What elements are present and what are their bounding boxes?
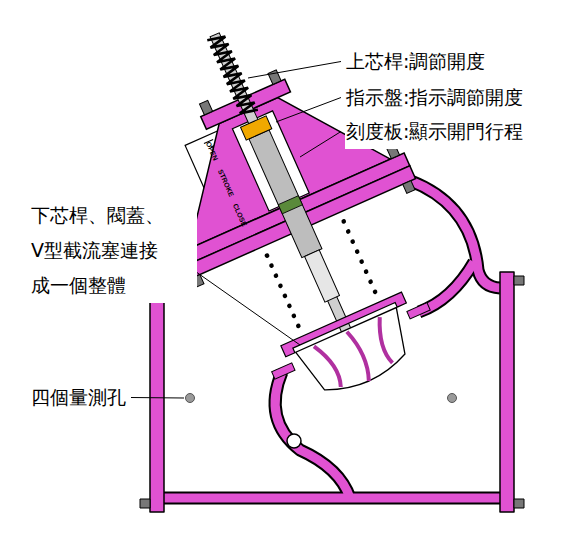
spring-coil: [350, 239, 356, 245]
leader-line: [248, 62, 341, 79]
spring-coil: [295, 323, 301, 329]
seat-ring: [407, 303, 430, 319]
leader-line: [300, 132, 341, 158]
leader-line: [182, 262, 300, 345]
indicator-disc: [241, 116, 272, 140]
part-label: 下芯桿、閥蓋、 V型截流塞連接 成一個整體: [30, 198, 197, 303]
inlet-flange: [150, 272, 164, 512]
upper-stem: [210, 33, 353, 339]
v-port-plug: [296, 308, 419, 404]
wall: [275, 372, 350, 498]
part-label: 刻度板:顯示開門行程: [345, 114, 524, 149]
seal: [278, 196, 302, 214]
stem-thread: [207, 33, 258, 117]
spring-coil: [277, 283, 283, 289]
spring-coil: [363, 269, 369, 275]
wall-hole: [287, 434, 301, 448]
flange-bolt: [514, 499, 524, 508]
spring-coil: [286, 303, 292, 309]
measuring-port: [448, 394, 457, 403]
spring-coil: [368, 279, 374, 285]
seat-ring: [272, 363, 295, 379]
spring-coil: [341, 218, 347, 224]
spring-coil: [282, 293, 288, 299]
wall: [164, 494, 500, 503]
spring-coil: [354, 249, 360, 255]
part-label: 指示盤:指示調節開度: [345, 80, 524, 115]
scale-mark: OPEN: [205, 141, 219, 162]
spring-coil: [264, 253, 270, 259]
spring-coil: [291, 313, 297, 319]
stem-guide: [249, 130, 322, 258]
wall: [164, 492, 500, 505]
scale-mark: CLOSE: [232, 203, 248, 228]
part-label: 上芯桿:調節開度: [345, 44, 486, 79]
flange-bolt: [403, 181, 415, 194]
spring-coil: [359, 259, 365, 265]
flange-bolt: [140, 499, 150, 508]
wall: [411, 181, 500, 288]
plug-rib: [371, 317, 399, 364]
leader-line: [276, 98, 341, 123]
wall: [411, 181, 500, 288]
spring-coil: [273, 273, 279, 279]
part-label: 四個量測孔: [30, 380, 127, 415]
wall: [275, 372, 350, 498]
plug-rib: [314, 342, 343, 390]
plug-rib: [347, 330, 374, 381]
outlet-flange: [500, 272, 514, 512]
leader-line: [131, 397, 184, 399]
lower-stem: [305, 250, 340, 302]
cap-bolt: [199, 100, 212, 115]
spring-coil: [372, 289, 378, 295]
disc-cover: [281, 292, 406, 357]
measuring-port: [186, 394, 195, 403]
flange-bolt: [514, 276, 524, 285]
thread-coil: [207, 33, 258, 117]
spring-coil: [345, 228, 351, 234]
spring-coil: [268, 263, 274, 269]
scale-mark: STROKE: [217, 168, 235, 197]
